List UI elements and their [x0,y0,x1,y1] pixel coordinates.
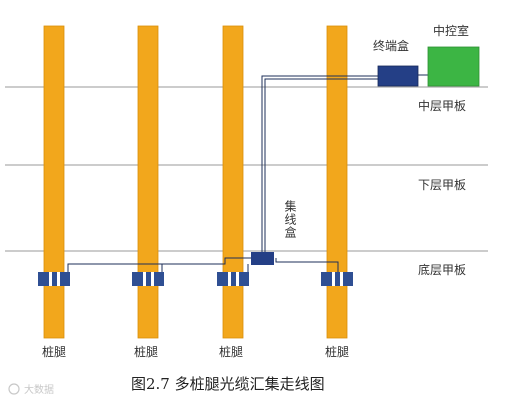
pile-leg-2 [137,25,159,339]
pile-leg-1 [43,25,65,339]
sensor-box-4 [321,272,353,286]
lower-deck-label: 下层甲板 [418,178,466,192]
sensor-box-3 [217,272,249,286]
sensor-box-1 [38,272,70,286]
junction-box [251,252,274,265]
control-room [427,46,480,87]
terminal-box [377,65,419,87]
pile-leg-label-3: 桩腿 [219,344,243,359]
sensor-box-2 [132,272,164,286]
middle-deck-label: 中层甲板 [418,98,466,113]
figure-caption: 图2.7 多桩腿光缆汇集走线图 [131,375,325,393]
pile-leg-label-1: 桩腿 [42,344,66,359]
watermark-logo-icon [8,383,20,395]
control-room-label: 中控室 [433,23,469,38]
junction-box-label: 集线盒 [283,199,297,239]
pile-leg-label-4: 桩腿 [325,344,349,359]
pile-leg-3 [222,25,244,339]
terminal-box-label: 终端盒 [373,38,409,53]
watermark: 大数据 [8,383,54,396]
pile-leg-4 [326,25,348,339]
pile-leg-label-2: 桩腿 [134,344,158,359]
watermark-text: 大数据 [24,383,54,396]
cable-route [67,74,428,272]
bottom-deck-label: 底层甲板 [418,262,466,277]
